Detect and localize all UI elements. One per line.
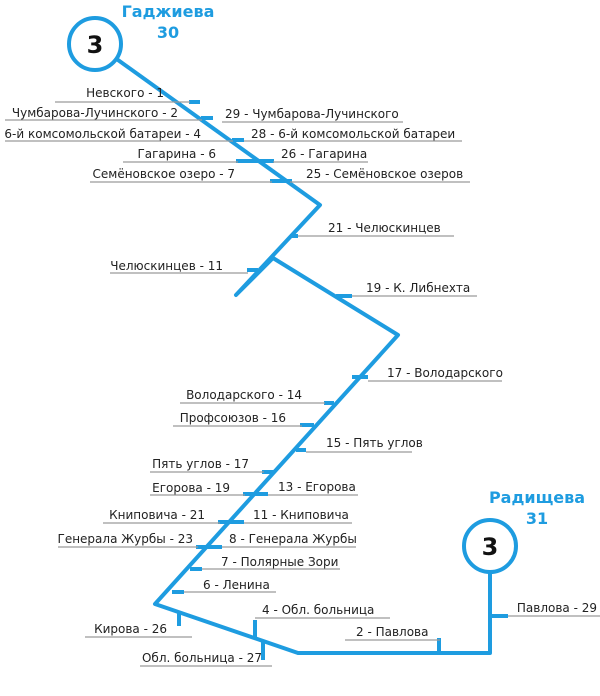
stop-label-nevskogo-1: Невского - 1 xyxy=(86,86,164,100)
stop-label-egorova-13: 13 - Егорова xyxy=(278,480,356,494)
terminal-south-circle xyxy=(462,518,518,574)
stop-label-chelyuskintsev-21: 21 - Челюскинцев xyxy=(328,221,441,235)
terminal-north-circle xyxy=(67,16,123,72)
stop-label-bolnitsa-27: Обл. больница - 27 xyxy=(142,651,262,665)
terminal-south-name: Радищева xyxy=(489,488,585,507)
stop-label-pavlova-29: Павлова - 29 xyxy=(517,601,597,615)
terminal-north-number: 30 xyxy=(157,23,179,42)
stops-left: Невского - 1 Чумбарова-Лучинского - 2 6-… xyxy=(4,86,302,665)
stop-label-batarei-28: 28 - 6-й комсомольской батареи xyxy=(251,127,455,141)
stop-label-pavlova-2: 2 - Павлова xyxy=(356,625,428,639)
stop-label-chumbarova-29: 29 - Чумбарова-Лучинского xyxy=(225,107,399,121)
stop-label-profsoyuzov-16: Профсоюзов - 16 xyxy=(180,411,286,425)
terminal-north-route-number: 3 xyxy=(87,31,104,59)
stop-label-pyat-uglov-17: Пять углов - 17 xyxy=(152,457,249,471)
stop-label-chumbarova-2: Чумбарова-Лучинского - 2 xyxy=(12,106,178,120)
stop-label-kirova-26: Кирова - 26 xyxy=(94,622,167,636)
stop-ticks xyxy=(172,100,508,660)
stop-label-zhurby-8: 8 - Генерала Журбы xyxy=(229,532,357,546)
stop-label-gagarina-26: 26 - Гагарина xyxy=(281,147,367,161)
stop-label-semenovskoe-25: 25 - Семёновское озеров xyxy=(306,167,463,181)
stop-label-volodarskogo-14: Володарского - 14 xyxy=(186,388,302,402)
stops-right: 29 - Чумбарова-Лучинского 28 - 6-й комсо… xyxy=(203,107,597,639)
stop-label-egorova-19: Егорова - 19 xyxy=(152,481,230,495)
stop-label-semenovskoe-7: Семёновское озеро - 7 xyxy=(93,167,236,181)
terminal-south-route-number: 3 xyxy=(482,533,499,561)
stop-label-knipovicha-21: Книповича - 21 xyxy=(109,508,205,522)
stop-label-volodarskogo-17: 17 - Володарского xyxy=(387,366,503,380)
stop-label-polyarnye-zori-7: 7 - Полярные Зори xyxy=(221,555,338,569)
terminal-south: 3 Радищева 31 xyxy=(462,488,585,574)
stop-label-knipovicha-11: 11 - Книповича xyxy=(253,508,349,522)
stop-label-libknehta-19: 19 - К. Либнехта xyxy=(366,281,470,295)
label-underlines xyxy=(5,101,600,667)
stop-label-batarei-4: 6-й комсомольской батареи - 4 xyxy=(4,127,201,141)
stop-label-lenina-6: 6 - Ленина xyxy=(203,578,270,592)
stop-label-gagarina-6: Гагарина - 6 xyxy=(137,147,216,161)
stop-label-bolnitsa-4: 4 - Обл. больница xyxy=(262,603,374,617)
terminal-north: 3 Гаджиева 30 xyxy=(67,2,215,72)
stop-label-zhurby-23: Генерала Журбы - 23 xyxy=(58,532,194,546)
terminal-north-name: Гаджиева xyxy=(122,2,215,21)
stop-label-chelyuskintsev-11: Челюскинцев - 11 xyxy=(110,259,223,273)
stop-label-pyat-uglov-15: 15 - Пять углов xyxy=(326,436,423,450)
terminal-south-number: 31 xyxy=(526,509,548,528)
